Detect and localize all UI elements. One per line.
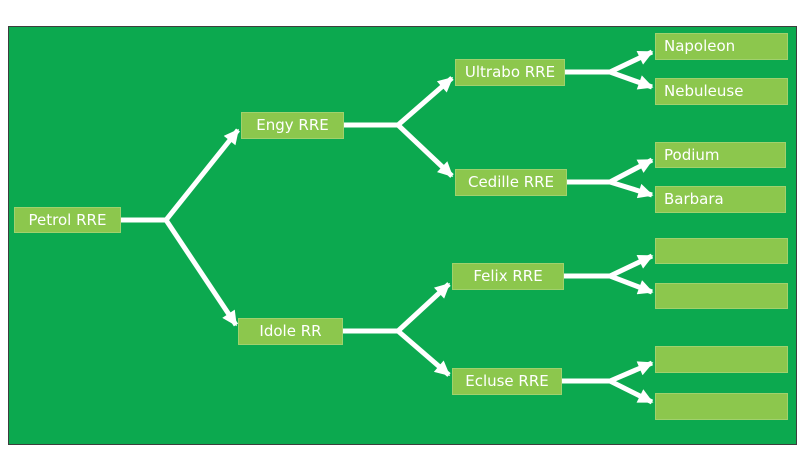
tree-node-cedille[interactable]: Cedille RRE	[455, 169, 567, 196]
tree-node-engy[interactable]: Engy RRE	[241, 112, 344, 139]
tree-node-napoleon[interactable]: Napoleon	[655, 33, 788, 60]
tree-node-ultrabo[interactable]: Ultrabo RRE	[455, 59, 565, 86]
tree-node-felix[interactable]: Felix RRE	[452, 263, 564, 290]
tree-node-petrol[interactable]: Petrol RRE	[14, 207, 121, 233]
tree-node-blank-2[interactable]	[655, 283, 788, 309]
tree-node-barbara[interactable]: Barbara	[655, 186, 786, 213]
tree-node-blank-1[interactable]	[655, 238, 788, 264]
tree-node-nebuleuse[interactable]: Nebuleuse	[655, 78, 788, 105]
tree-node-blank-3[interactable]	[655, 346, 788, 373]
tree-node-podium[interactable]: Podium	[655, 142, 786, 168]
tree-node-blank-4[interactable]	[655, 393, 788, 420]
tree-node-idole[interactable]: Idole RR	[238, 318, 343, 345]
tree-node-ecluse[interactable]: Ecluse RRE	[452, 368, 562, 395]
